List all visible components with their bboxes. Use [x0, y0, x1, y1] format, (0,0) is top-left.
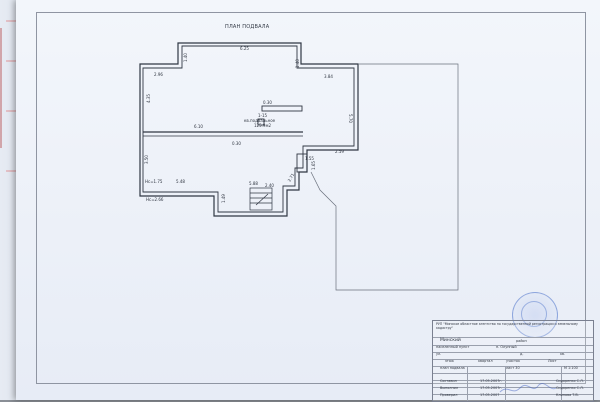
role-checked-name: Клинова Т.В.	[556, 393, 579, 397]
column-house: д.	[520, 352, 524, 356]
role-compiled: Составил	[440, 379, 457, 383]
role-checked-date: 17.05.2007	[480, 393, 500, 397]
organization-name: РУП "Минское областное агентство по госу…	[436, 322, 578, 330]
dim-stair-small: 5.88	[249, 181, 258, 186]
floor-plan-sheet	[16, 0, 600, 400]
dim-hc-outer: Нс=2.66	[146, 197, 164, 202]
settlement-label: населенный пункт	[436, 345, 470, 349]
outer-wall	[139, 42, 359, 217]
adjacent-building-outline	[310, 63, 459, 291]
background-stamp	[0, 28, 36, 148]
dim-right-small-c: 2.71	[287, 172, 296, 183]
title-block	[432, 320, 594, 402]
drawing-name: план подвала	[440, 366, 465, 370]
dim-top-right-drop: 1.40	[295, 59, 300, 68]
region-name: Минский	[440, 338, 461, 343]
row-plot: участок	[506, 359, 521, 363]
dim-top-left-drop: 1.40	[183, 53, 188, 62]
official-round-seal	[512, 292, 558, 338]
dim-center-length: 6.10	[194, 124, 203, 129]
drawing-scale: М 1:100	[564, 366, 578, 370]
role-compiled-name: Сидоренко С.Л.	[556, 379, 584, 383]
dim-top-width: 6.25	[240, 46, 249, 51]
small-room	[296, 153, 308, 173]
sheet-number: лист 30	[506, 366, 520, 370]
dim-stair-width: 2.40	[265, 183, 274, 188]
row-sheet: Лист	[548, 359, 557, 363]
dim-inner-wall-2: 0.30	[232, 141, 241, 146]
role-executed-date: 17.05.2007г.	[480, 386, 503, 390]
dim-hc-inner: Нс=1.75	[145, 179, 163, 184]
room-area: 125.9м2	[254, 123, 271, 128]
column-apartment: кв.	[560, 352, 566, 356]
role-executed: Выполнил	[440, 386, 459, 390]
dim-right-small-a: 1.55	[305, 156, 314, 161]
settlement-value: п. Олунный	[496, 345, 517, 349]
dim-inner-wall-1: 0.30	[263, 100, 272, 105]
dim-left-upper: 2.96	[154, 72, 163, 77]
dim-right-upper: 3.84	[324, 74, 333, 79]
role-compiled-date: 17.05.2007г.	[480, 379, 503, 383]
dim-left-height: 4.35	[146, 94, 151, 103]
plan-title: ПЛАН ПОДВАЛА	[225, 24, 270, 30]
row-floor: этаж	[445, 359, 454, 363]
dim-stair-height: 1.49	[221, 194, 226, 203]
inner-wall-segment	[257, 118, 265, 126]
role-executed-name: Сидоренко С.Л.	[556, 386, 584, 390]
column-street: ул.	[436, 352, 442, 356]
drawing-frame	[36, 12, 586, 384]
dim-lower-left-height: 3.50	[144, 155, 149, 164]
dim-right-lower-width: 2.59	[335, 149, 344, 154]
region-suffix: район	[516, 339, 527, 343]
dim-lower-length: 5.48	[176, 179, 185, 184]
room-label: кв.подвальное	[244, 118, 276, 123]
dim-right-height: 5.70	[348, 114, 353, 123]
row-quarter: квартал	[478, 359, 493, 363]
role-checked: Проверил	[440, 393, 458, 397]
room-number: 1-15	[258, 113, 268, 118]
stairs	[249, 187, 273, 211]
handwritten-signature	[499, 383, 557, 393]
dim-right-small-b: 1.65	[311, 161, 316, 170]
inner-outline	[142, 45, 355, 213]
inner-wall-segment	[261, 105, 303, 112]
